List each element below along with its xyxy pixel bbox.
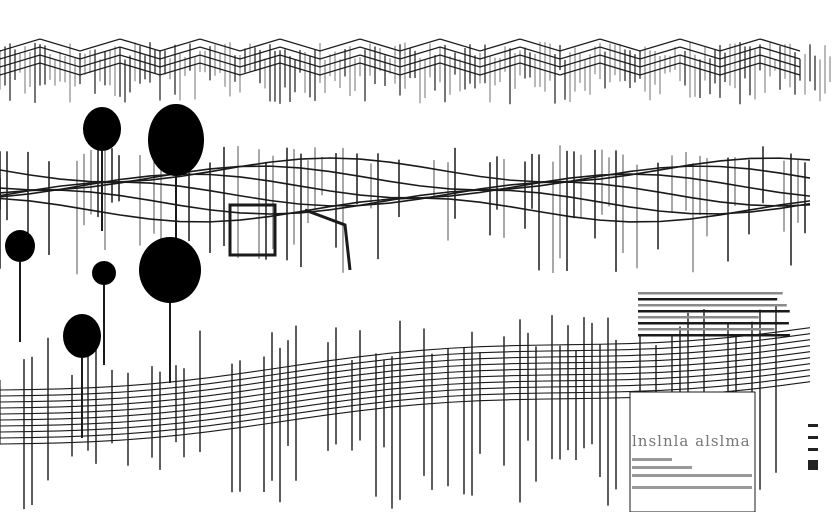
lower-band-wave — [0, 345, 811, 409]
top-band-wave — [0, 54, 801, 68]
right-block-line — [638, 304, 787, 307]
caption-line — [632, 474, 752, 477]
side-mark — [808, 460, 818, 470]
black-blob — [63, 314, 101, 358]
bracket-shape — [304, 208, 352, 271]
lower-band-wave — [0, 339, 811, 403]
text-panel — [629, 391, 756, 512]
black-blob — [5, 230, 35, 262]
lower-band-wave — [0, 333, 811, 397]
middle-band-wave — [0, 197, 811, 223]
right-block-line — [638, 334, 790, 337]
lower-band-wave — [0, 369, 811, 433]
lower-band-wave — [0, 363, 811, 427]
top-band-wave — [0, 62, 801, 76]
lower-band-wave — [0, 327, 811, 391]
middle-band-wave — [0, 173, 811, 199]
side-mark — [808, 424, 818, 427]
caption-title: lnslnla alslma — [632, 432, 751, 450]
top-band-wave — [0, 46, 801, 60]
right-block-line — [638, 328, 775, 331]
right-block-line — [638, 310, 790, 313]
black-blob — [92, 261, 116, 285]
lower-band-wave — [0, 375, 811, 439]
right-block-line — [638, 298, 778, 301]
bracket-shape — [228, 203, 277, 257]
caption-line — [632, 486, 752, 489]
middle-band-wave — [0, 189, 811, 215]
right-block-line — [638, 316, 759, 319]
caption-line — [632, 466, 692, 469]
right-block-line — [638, 322, 789, 325]
lower-band-wave — [0, 351, 811, 415]
caption-line — [632, 458, 672, 461]
side-mark — [808, 436, 818, 439]
lower-band-wave — [0, 357, 811, 421]
black-blob — [83, 107, 121, 151]
black-blob — [148, 104, 204, 176]
top-band-wave — [0, 38, 801, 52]
side-mark — [808, 448, 818, 451]
right-block-line — [638, 292, 783, 295]
black-blob — [139, 237, 201, 303]
middle-band-wave — [0, 181, 811, 207]
middle-band-wave — [0, 165, 811, 191]
